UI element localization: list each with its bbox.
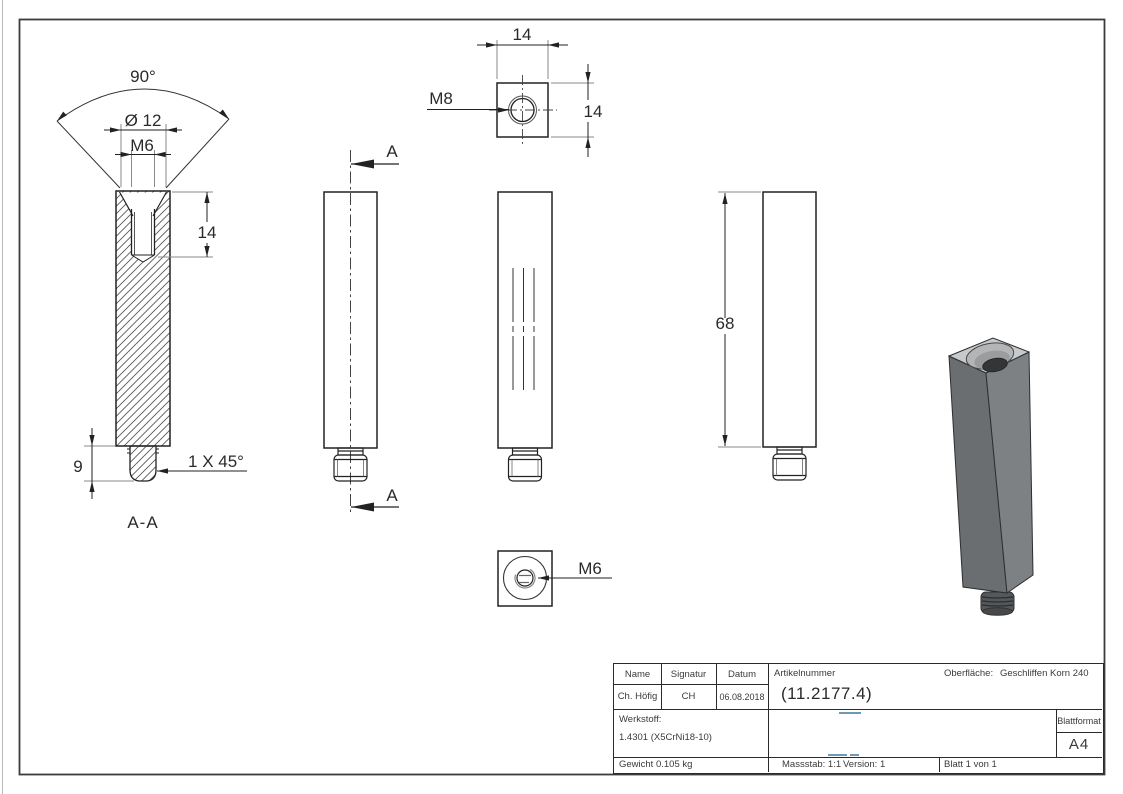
divider bbox=[614, 709, 1102, 710]
name-value: Ch. Höfig bbox=[617, 691, 658, 702]
signature-header: Signatur bbox=[670, 668, 707, 680]
chamfer-dim-label: 1 X 45° bbox=[188, 452, 244, 471]
sheet-format-value: A4 bbox=[1068, 736, 1090, 753]
title-block: Name Signatur Datum Ch. Höfig CH 06.08.2… bbox=[613, 663, 1104, 774]
name-header: Name bbox=[624, 668, 651, 680]
stud-length-dim-label: 9 bbox=[73, 457, 82, 476]
divider bbox=[768, 664, 769, 772]
date-value: 06.08.2018 bbox=[719, 691, 765, 702]
cut-mark-top-label: A bbox=[386, 142, 398, 161]
divider bbox=[614, 684, 768, 685]
blue-mark bbox=[850, 754, 859, 756]
divider bbox=[939, 757, 940, 772]
cut-mark-bottom-label: A bbox=[386, 486, 398, 505]
top-height-dim-label: 14 bbox=[584, 102, 603, 121]
date-header: Datum bbox=[728, 668, 756, 680]
top-view: 14 14 M8 bbox=[427, 25, 602, 157]
material-label: Werkstoff: bbox=[619, 713, 662, 725]
sheet-format-label: Blattformat bbox=[1057, 715, 1101, 726]
top-width-dim-label: 14 bbox=[513, 25, 532, 44]
divider bbox=[1056, 709, 1057, 757]
material-value: 1.4301 (X5CrNi18-10) bbox=[619, 731, 712, 743]
divider bbox=[716, 664, 717, 709]
section-view-a-a: 90° Ø 12 M6 14 bbox=[56, 67, 247, 532]
length-view: 68 bbox=[716, 191, 817, 481]
thread-dim-label: M6 bbox=[130, 136, 154, 155]
signature-value: CH bbox=[681, 691, 696, 702]
surface-value: Geschliffen Korn 240 bbox=[1000, 667, 1089, 679]
part-3d-render bbox=[947, 337, 1034, 616]
article-number-label: Artikelnummer bbox=[774, 667, 836, 679]
window-edge-line bbox=[2, 0, 3, 794]
bottom-thread-label: M6 bbox=[578, 559, 602, 578]
sheet-number-value: Blatt 1 von 1 bbox=[944, 759, 997, 770]
front-view-cut: A A bbox=[323, 142, 399, 512]
blue-mark bbox=[839, 712, 861, 714]
diameter-dim-label: Ø 12 bbox=[125, 111, 162, 130]
section-name-label: A-A bbox=[127, 513, 158, 532]
bottom-view: M6 bbox=[497, 550, 612, 607]
divider bbox=[614, 757, 1102, 758]
article-number-value: (11.2177.4) bbox=[781, 684, 873, 703]
divider bbox=[1056, 732, 1102, 733]
surface-label: Oberfläche: bbox=[944, 667, 994, 679]
divider bbox=[661, 664, 662, 709]
side-view-thread-lines bbox=[497, 191, 553, 482]
scale-value: Massstab: 1:1 bbox=[782, 759, 842, 770]
top-thread-label: M8 bbox=[429, 89, 453, 108]
depth-dim-label: 14 bbox=[198, 223, 217, 242]
weight-value: Gewicht 0.105 kg bbox=[619, 759, 693, 770]
sheet-frame bbox=[18, 18, 1106, 776]
version-value: Version: 1 bbox=[843, 759, 886, 770]
angle-dim-label: 90° bbox=[130, 67, 156, 86]
blue-mark bbox=[828, 754, 847, 756]
length-dim-label: 68 bbox=[716, 314, 735, 333]
